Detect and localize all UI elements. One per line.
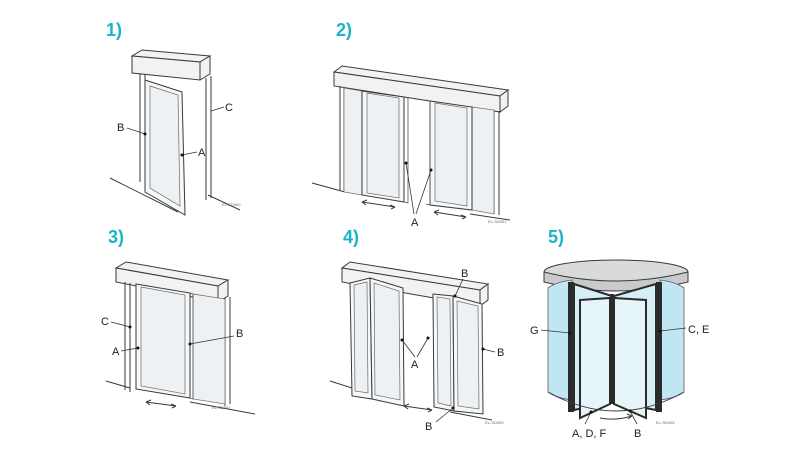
- door-glass: [456, 300, 480, 410]
- diagram-5-number: 5): [548, 227, 564, 247]
- label-dot: [589, 410, 593, 414]
- label-a: A: [411, 359, 419, 371]
- leader-line: [210, 106, 225, 112]
- fixed-sidelight-left: [343, 87, 363, 196]
- label-dot: [426, 336, 430, 340]
- label-c: C: [225, 102, 233, 114]
- drawing-code: EL-SD901: [488, 219, 507, 224]
- label-b: B: [117, 122, 124, 134]
- label-a: A: [198, 147, 206, 159]
- label-dot: [628, 409, 632, 413]
- leader-line: [584, 411, 592, 425]
- label-dot: [180, 153, 184, 157]
- floor-line: [329, 380, 493, 421]
- label-dot: [429, 168, 433, 172]
- diagram-4-number: 4): [343, 227, 359, 247]
- drawing-code: EL-SD900: [222, 202, 241, 207]
- label-a: A: [112, 346, 120, 358]
- drawing-code: EL-SD903: [485, 420, 504, 425]
- label-dot: [568, 331, 572, 335]
- label-dot: [143, 132, 147, 136]
- diagram-1-swing-door: 1) B A C EL-SD900: [106, 20, 241, 216]
- label-dot: [481, 347, 485, 351]
- drum-post-left: [568, 282, 574, 412]
- door-glass: [436, 296, 452, 407]
- diagram-4-folding-door: 4) B A B B EL-SD903: [329, 227, 504, 433]
- door-glass: [434, 102, 468, 207]
- door-glass: [373, 282, 401, 401]
- label-b-top: B: [461, 268, 468, 280]
- fixed-sidelight-right: [471, 106, 495, 215]
- label-g: G: [530, 325, 539, 337]
- label-dot: [658, 329, 662, 333]
- label-b-right: B: [497, 347, 504, 359]
- leader-line: [629, 410, 638, 425]
- slide-direction-arrow: [361, 199, 467, 220]
- label-b: B: [634, 428, 641, 440]
- fixed-panel: [192, 293, 226, 405]
- leader-line: [110, 321, 131, 328]
- label-dot: [453, 294, 457, 298]
- floor-line: [105, 380, 256, 415]
- floor-line: [311, 182, 511, 221]
- diagram-3-single-sliding-door: 3) C A B EL-SD902: [101, 227, 256, 415]
- door-glass: [149, 85, 181, 207]
- leader-line: [454, 278, 464, 297]
- diagram-2-biparting-sliding-door: 2) A EL-SD901: [311, 20, 511, 229]
- door-glass: [140, 286, 186, 395]
- leader-line: [435, 407, 454, 423]
- door-wing-front: [613, 296, 647, 420]
- slide-direction-arrow: [145, 399, 177, 409]
- label-dot: [451, 406, 455, 410]
- door-glass: [366, 92, 400, 199]
- label-b: B: [236, 328, 243, 340]
- diagram-2-number: 2): [336, 20, 352, 40]
- diagram-5-revolving-door: 5) G C, E A, D, F B EL-SD905: [530, 227, 709, 440]
- leader-line: [482, 348, 496, 353]
- label-a-d-f: A, D, F: [572, 428, 607, 440]
- label-dot: [400, 338, 404, 342]
- leader-line: [401, 337, 429, 358]
- diagram-3-number: 3): [108, 227, 124, 247]
- door-edge: [189, 292, 194, 400]
- floor-line: [109, 177, 241, 213]
- label-a: A: [411, 217, 419, 229]
- leader-line: [659, 327, 687, 332]
- door-header: [130, 49, 212, 81]
- door-edge: [403, 96, 431, 206]
- label-dot: [188, 342, 192, 346]
- door-frame: [124, 282, 231, 406]
- label-dot: [136, 346, 140, 350]
- slide-direction-arrow: [403, 403, 433, 413]
- door-wing-front: [579, 296, 611, 420]
- center-shaft: [610, 294, 614, 404]
- door-glass: [353, 281, 369, 394]
- drawing-code: EL-SD902: [212, 405, 231, 410]
- label-c-e: C, E: [688, 324, 709, 336]
- leader-line: [405, 162, 432, 215]
- label-dot: [128, 325, 132, 329]
- label-c: C: [101, 316, 109, 328]
- label-dot: [404, 161, 408, 165]
- floor-base: [547, 391, 685, 412]
- leader-line: [126, 127, 146, 135]
- drum-glass-right: [659, 279, 685, 401]
- label-b-bottom: B: [425, 421, 432, 433]
- rotation-arrow: [599, 413, 633, 420]
- leader-line: [540, 329, 571, 334]
- drawing-code: EL-SD905: [656, 420, 675, 425]
- leader-line: [189, 335, 235, 345]
- leader-line: [120, 347, 139, 352]
- diagram-1-number: 1): [106, 20, 122, 40]
- door-header: [332, 65, 510, 113]
- drum-post-right: [656, 282, 662, 412]
- leader-line: [181, 151, 198, 156]
